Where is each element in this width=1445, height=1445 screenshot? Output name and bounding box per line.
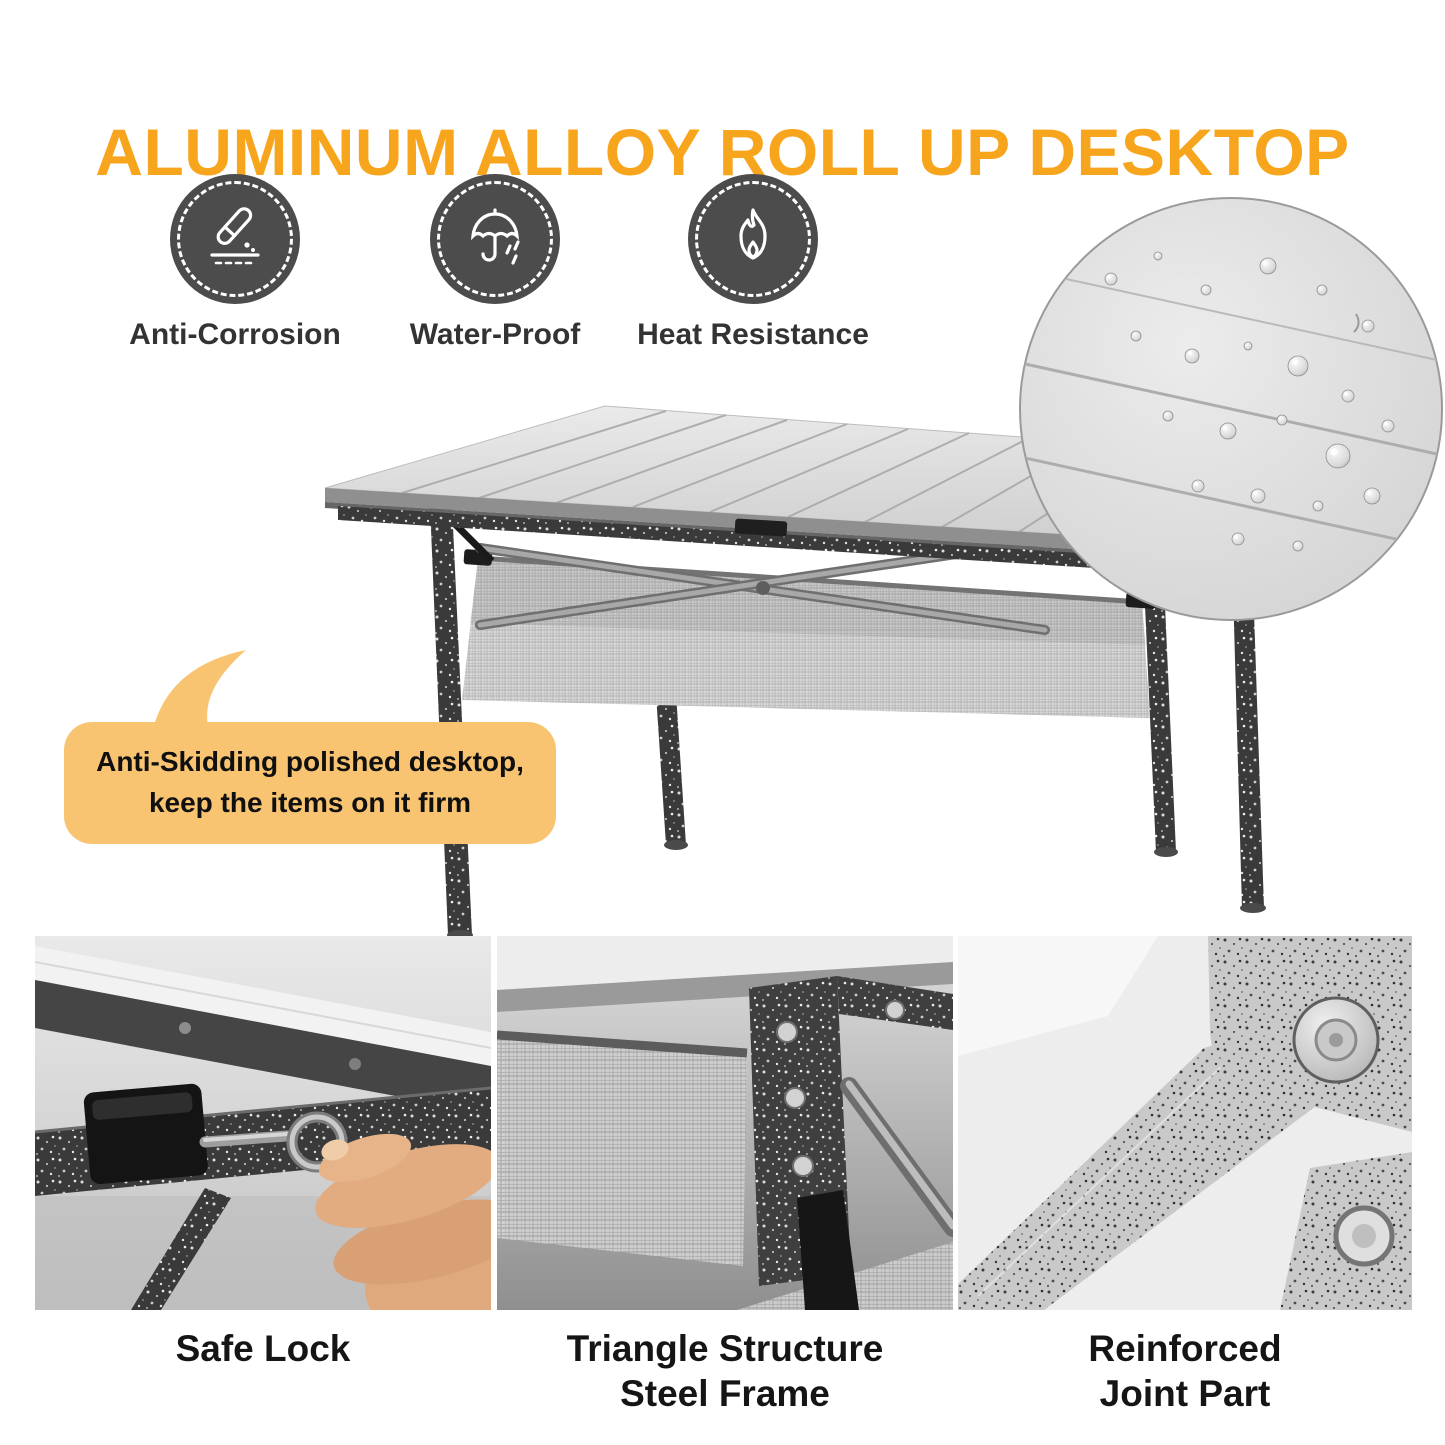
test-tube-drip-icon [210,207,260,265]
joint-part-illustration [958,936,1412,1310]
callout-bubble: Anti-Skidding polished desktop, keep the… [64,722,556,844]
feature-water-proof: Water-Proof [345,174,645,352]
feature-circle [170,174,300,304]
callout-text: Anti-Skidding polished desktop, keep the… [96,746,524,818]
feature-label-anti-corrosion: Anti-Corrosion [129,318,341,351]
surface-zoom-inset [1016,194,1445,624]
callout-tail [154,650,246,726]
detail-label-triangle-frame: Triangle Structure Steel Frame [566,1328,884,1415]
feature-anti-corrosion: Anti-Corrosion [85,174,385,352]
water-drop-surface-illustration [1019,197,1443,621]
feature-label-water-proof: Water-Proof [409,318,581,351]
flame-icon [739,208,767,260]
safe-lock-illustration [35,936,491,1310]
feature-heat-resistance: Heat Resistance [603,174,903,352]
camping-table-illustration [324,405,1334,940]
steel-frame-illustration [497,936,953,1310]
detail-label-safe-lock: Safe Lock [175,1328,351,1369]
detail-photo-triangle-frame [497,936,953,1310]
product-photo-main [280,393,1360,943]
feature-circle [688,174,818,304]
feature-label-heat-resistance: Heat Resistance [637,318,869,351]
umbrella-rain-icon [471,208,520,265]
detail-photo-joint [958,936,1412,1310]
detail-label-joint: Reinforced Joint Part [1088,1328,1282,1415]
feature-circle [430,174,560,304]
page-title: ALUMINUM ALLOY ROLL UP DESKTOP [95,115,1350,190]
detail-photo-safe-lock [35,936,491,1310]
